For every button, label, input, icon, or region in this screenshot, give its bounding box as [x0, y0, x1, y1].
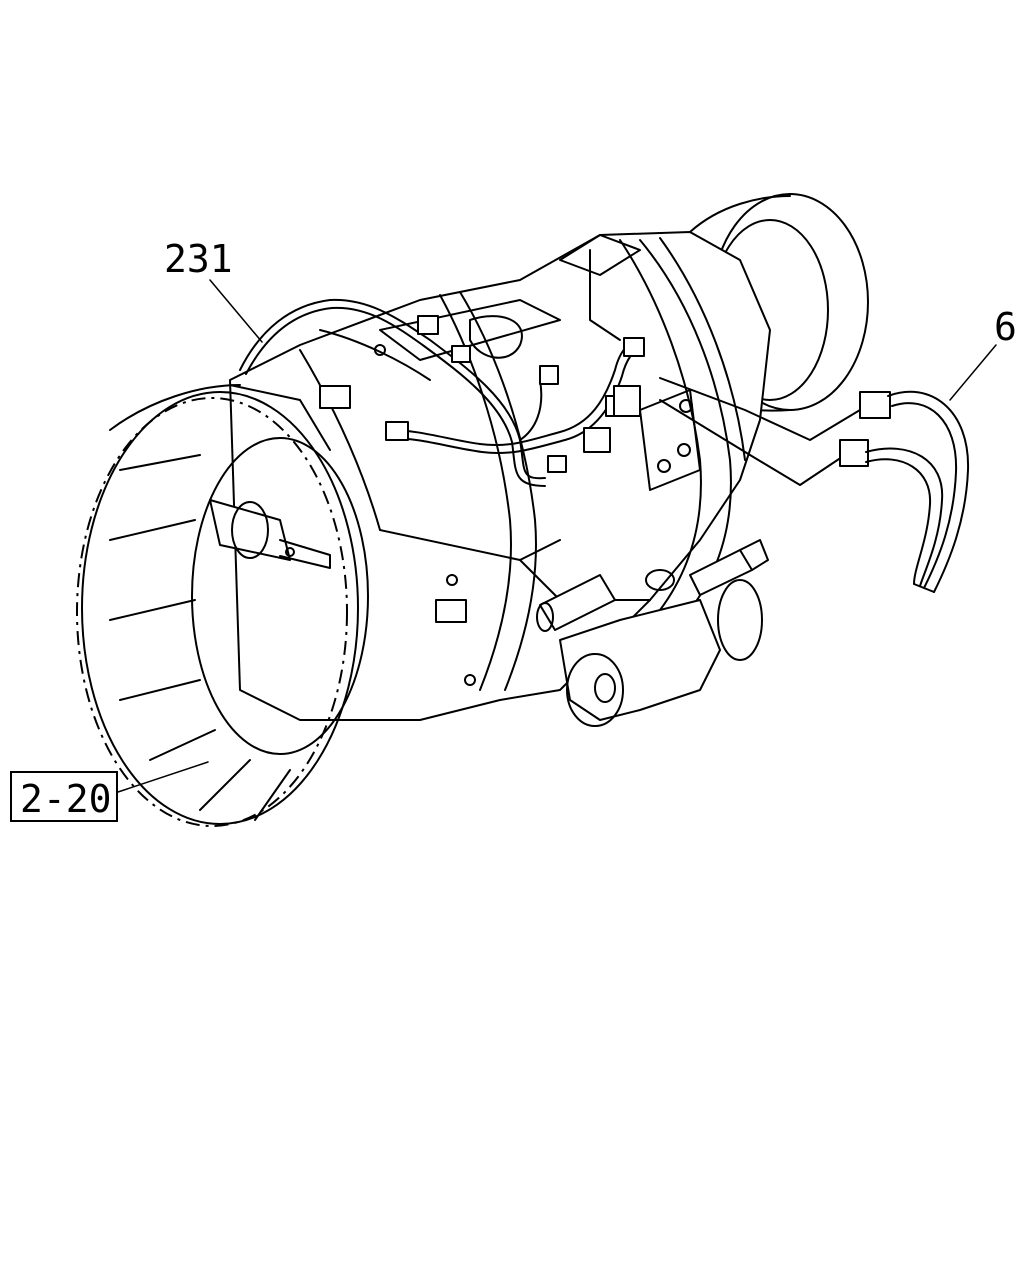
callout-box-2-20 — [10, 771, 118, 822]
clutch-housing — [76, 384, 369, 827]
leader-2-20 — [117, 761, 209, 793]
wiring-harness — [239, 298, 645, 623]
leader-lines — [117, 279, 997, 793]
callout-label-2-20: 2-20 — [20, 777, 112, 821]
callout-label-6: 6 — [994, 305, 1017, 349]
leader-6 — [949, 344, 997, 401]
cable-assembly — [659, 377, 970, 593]
leader-231 — [209, 279, 263, 343]
callout-label-231: 231 — [164, 237, 233, 281]
side-accessories — [536, 539, 769, 727]
